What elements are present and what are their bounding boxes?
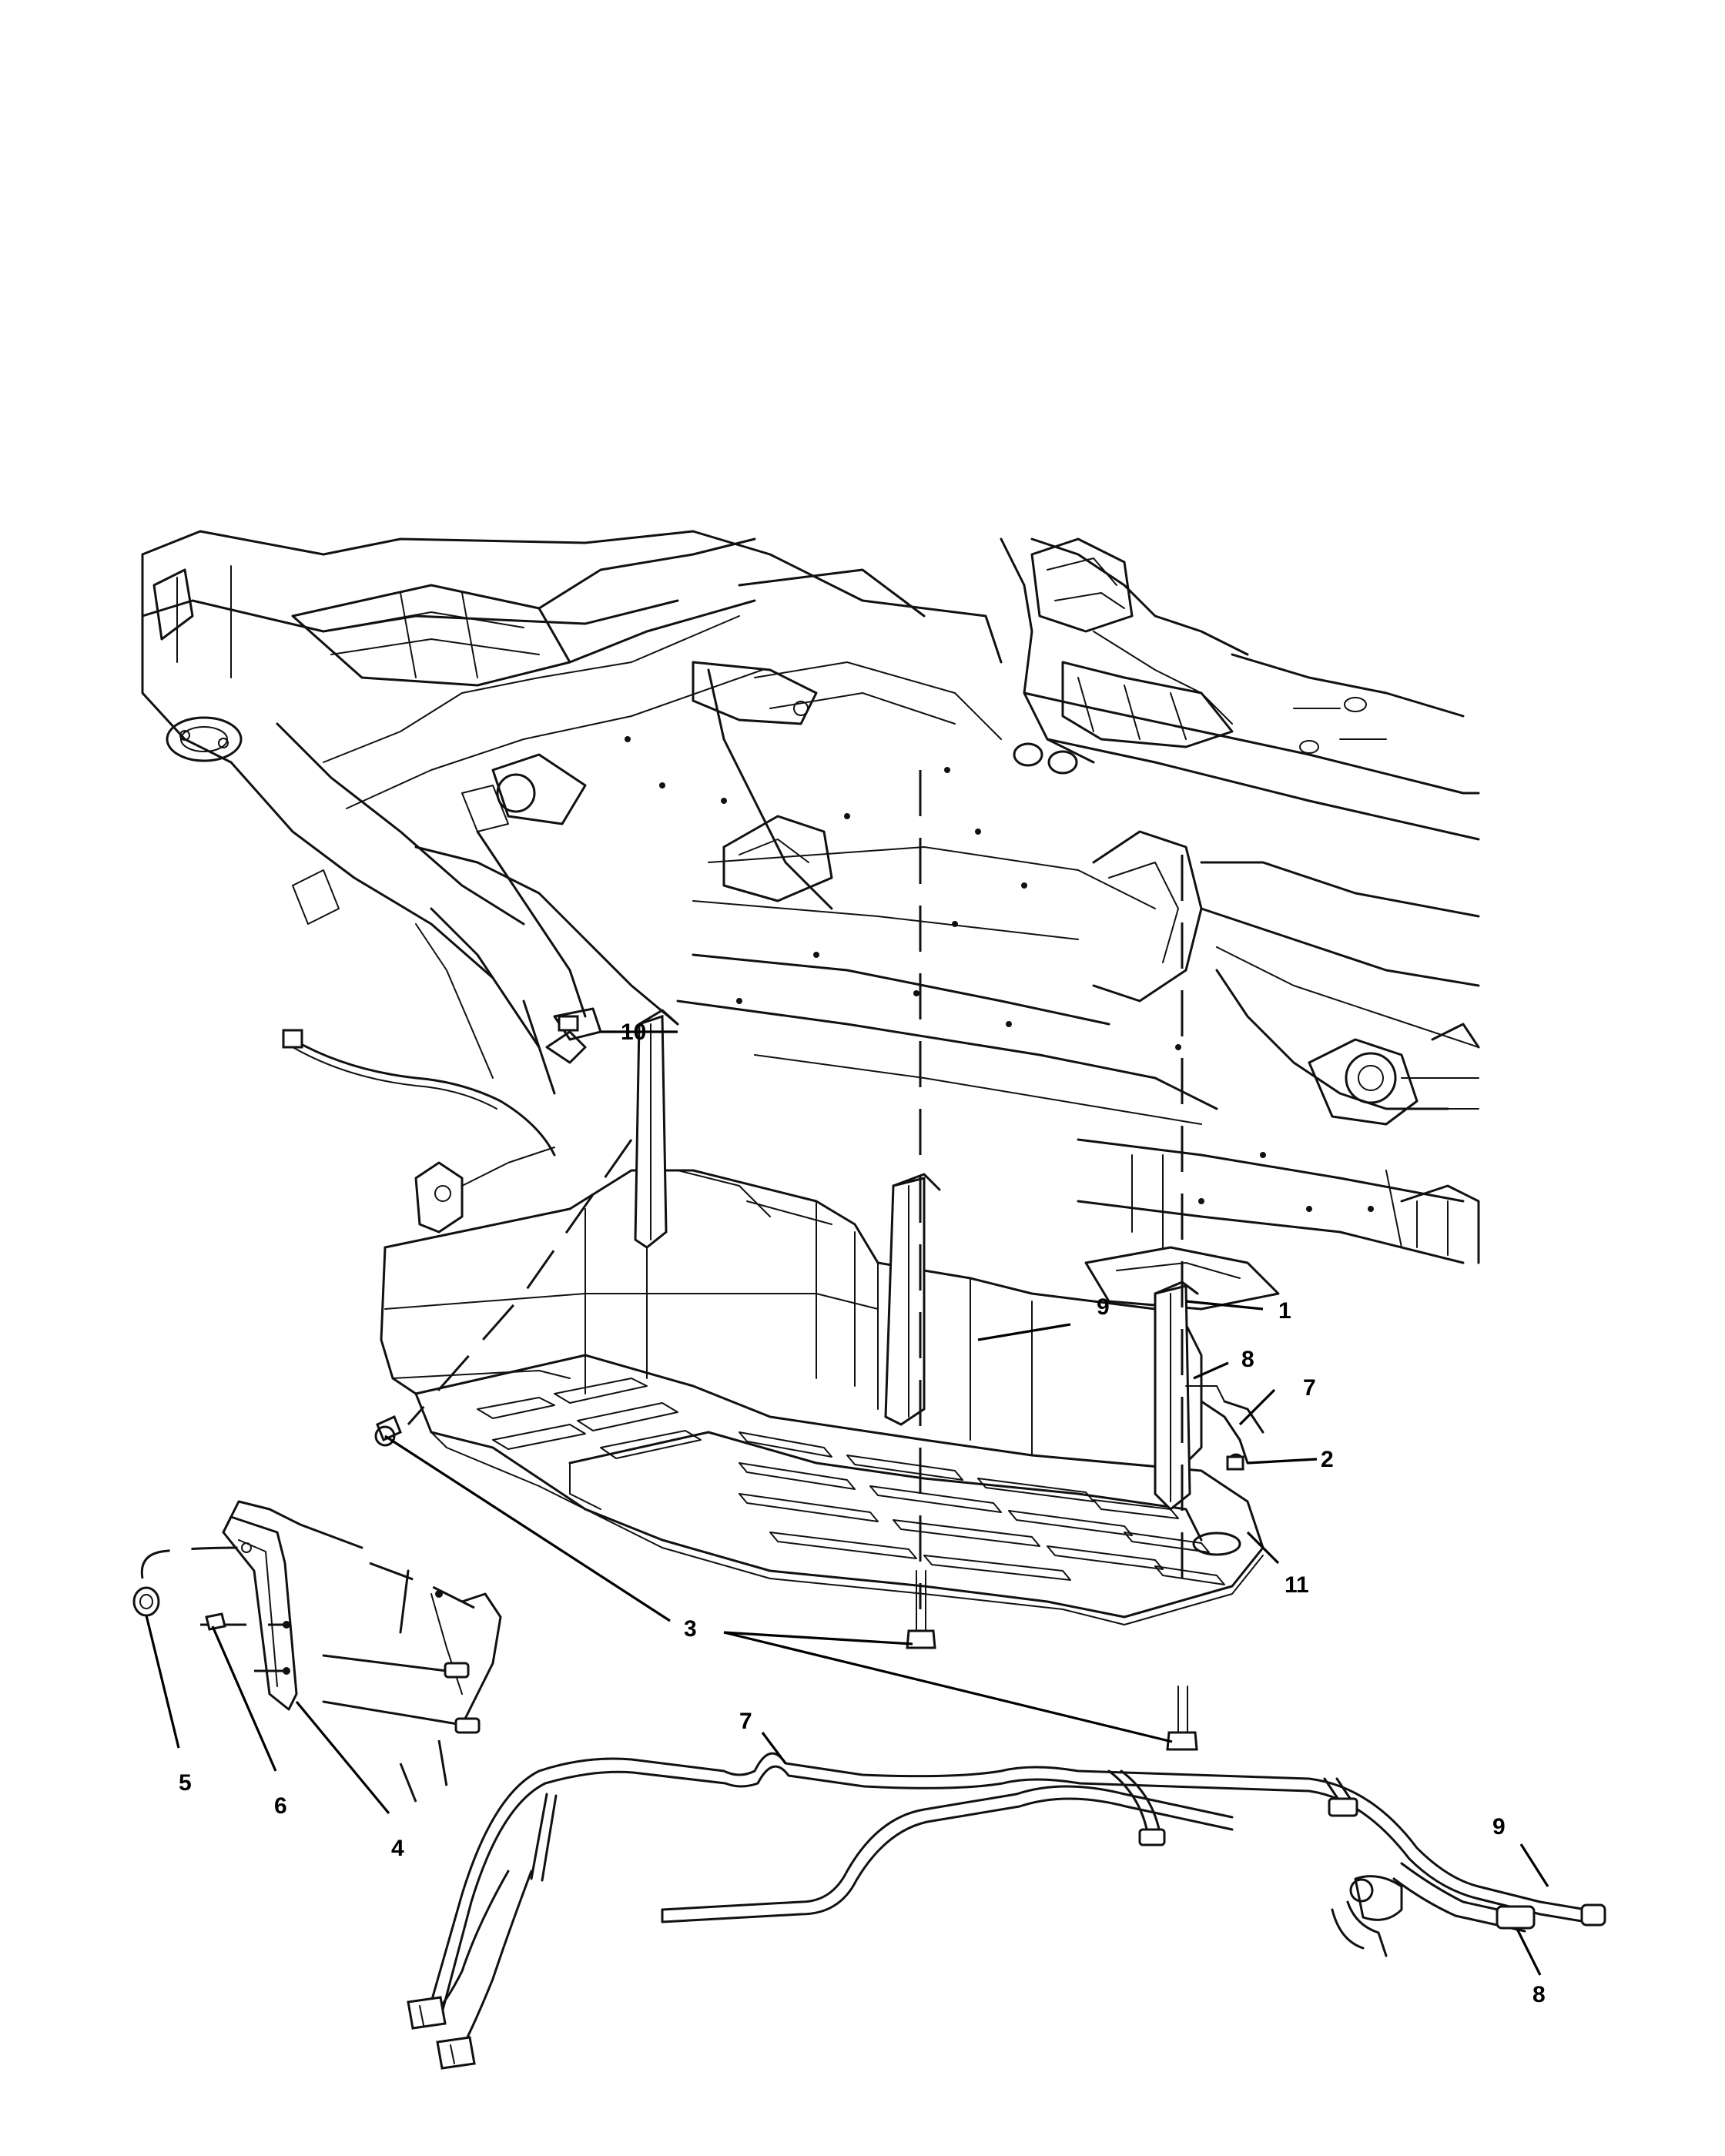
callout-9-upper: 9 (1097, 1294, 1110, 1320)
callout-9-lower: 9 (1492, 1814, 1506, 1840)
callout-4: 4 (391, 1836, 404, 1861)
callout-10: 10 (621, 1019, 646, 1045)
callout-3: 3 (684, 1616, 697, 1642)
skid-plate-slots (477, 1378, 1225, 1585)
frame-holes (625, 736, 1374, 1212)
callout-7-upper: 7 (1303, 1375, 1316, 1401)
fuel-lines (407, 1752, 1606, 2070)
callout-8-lower: 8 (1532, 1982, 1546, 2007)
callout-labels: 1 2 3 4 5 6 7 7 8 8 9 9 10 11 (179, 1019, 1546, 2007)
heat-shield-detail (132, 1500, 502, 1803)
mounting-bolts (374, 770, 1198, 1751)
callout-11: 11 (1285, 1572, 1309, 1598)
vehicle-underbody (141, 530, 1480, 1311)
leader-lines (145, 1030, 1549, 1976)
callout-5: 5 (179, 1770, 192, 1796)
callout-8-upper: 8 (1241, 1347, 1254, 1372)
callout-2: 2 (1321, 1447, 1334, 1472)
callout-7-lower: 7 (739, 1709, 752, 1734)
callout-1: 1 (1278, 1298, 1291, 1324)
callout-6: 6 (274, 1793, 287, 1819)
wiring-harness (282, 999, 602, 1234)
fuel-tank (380, 1009, 1264, 1625)
